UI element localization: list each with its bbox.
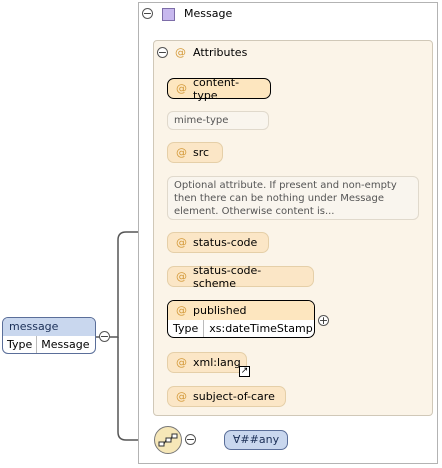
attribute-published[interactable]: @ published Type xs:dateTimeStamp <box>167 300 315 338</box>
src-note: Optional attribute. If present and non-e… <box>167 176 419 220</box>
attribute-icon: @ <box>176 304 187 317</box>
attribute-icon: @ <box>176 146 187 159</box>
type-value: Message <box>36 336 93 353</box>
any-element[interactable]: ∀##any <box>224 430 288 450</box>
message-type-icon <box>162 8 175 21</box>
attribute-name: status-code-scheme <box>193 263 262 290</box>
attribute-name: subject-of-care <box>193 390 275 403</box>
message-element-collapse-icon[interactable]: − <box>99 330 110 343</box>
type-value: xs:dateTimeStamp <box>203 320 314 337</box>
attribute-icon: @ <box>175 46 186 59</box>
sequence-glyph-icon <box>158 433 178 447</box>
attributes-title: Attributes <box>193 46 248 59</box>
attribute-name: src <box>193 146 210 159</box>
attribute-content-type[interactable]: @ content-type <box>167 75 271 102</box>
attribute-xml-lang[interactable]: @ xml:lang <box>167 352 247 373</box>
reference-link-icon[interactable]: ↗ <box>239 366 250 377</box>
attribute-name: status-code <box>193 236 258 249</box>
attribute-name: xml:lang <box>193 356 241 369</box>
attribute-icon: @ <box>176 82 187 95</box>
attribute-status-code-scheme[interactable]: @ status-code-scheme <box>167 263 314 290</box>
message-group-title: Message <box>184 7 233 20</box>
sequence-icon[interactable] <box>154 426 182 454</box>
content-type-note: mime-type <box>167 111 269 130</box>
attribute-src[interactable]: @ src <box>167 142 223 163</box>
sequence-collapse-icon[interactable]: − <box>185 433 196 446</box>
message-collapse-icon[interactable]: − <box>142 7 153 20</box>
published-expand-icon[interactable]: + <box>318 314 329 327</box>
attribute-icon: @ <box>176 236 187 249</box>
attribute-icon: @ <box>176 270 187 283</box>
type-label: Type <box>7 338 33 351</box>
attributes-collapse-icon[interactable]: − <box>157 46 168 59</box>
element-name: message <box>3 318 95 336</box>
attribute-name: published <box>193 304 247 317</box>
type-label: Type <box>173 322 199 335</box>
attribute-subject-of-care[interactable]: @ subject-of-care <box>167 386 286 407</box>
attribute-icon: @ <box>176 356 187 369</box>
attribute-icon: @ <box>176 390 187 403</box>
message-element[interactable]: message Type Message <box>2 317 96 354</box>
attribute-name: content-type <box>193 75 240 102</box>
attribute-status-code[interactable]: @ status-code <box>167 232 269 253</box>
